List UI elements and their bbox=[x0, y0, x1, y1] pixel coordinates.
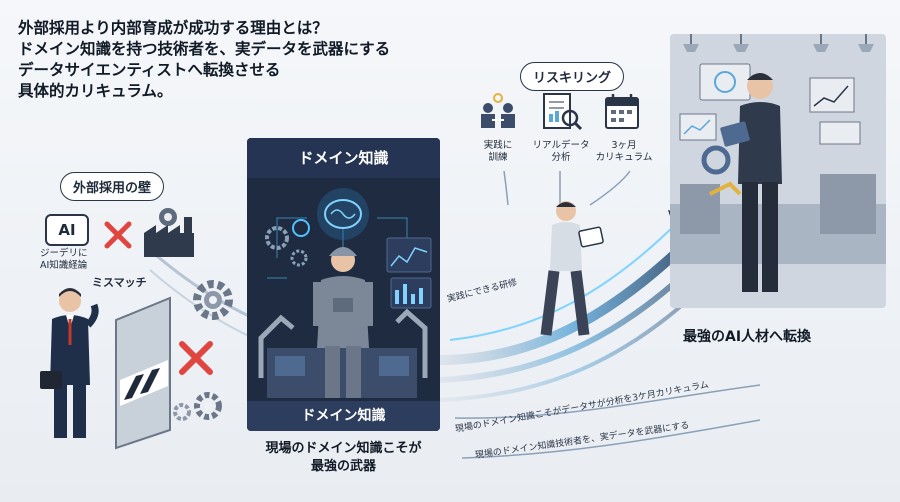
reskill-item-1: 実践に 訓練 bbox=[483, 140, 513, 163]
reskill-item-2: リアルデータ 分析 bbox=[532, 140, 590, 163]
barrier-wall bbox=[115, 296, 171, 450]
center-caption-line-2: 最強の武器 bbox=[310, 459, 376, 474]
document-magnifier-icon bbox=[543, 93, 583, 131]
engineer-illustration bbox=[258, 188, 432, 398]
gear-icon-small bbox=[194, 392, 222, 420]
businessman-figure bbox=[40, 288, 99, 438]
trainee-figure bbox=[540, 201, 604, 336]
ai-caption: ジーデリに AI知識経論 bbox=[40, 248, 88, 271]
mismatch-label: ミスマッチ bbox=[92, 276, 147, 289]
panel-footer: ドメイン知識 bbox=[247, 401, 440, 431]
calendar-icon bbox=[605, 94, 639, 129]
center-caption: 現場のドメイン知識こそが 最強の武器 bbox=[247, 440, 440, 476]
domain-knowledge-panel: ドメイン知識 ドメイン知識 bbox=[247, 138, 440, 431]
ai-badge: AI bbox=[45, 214, 89, 246]
headline-line-4: 具体的カリキュラム。 bbox=[18, 82, 173, 100]
headline: 外部採用より内部育成が成功する理由とは？ ドメイン知識を持つ技術者を、実データを… bbox=[18, 18, 448, 102]
gear-icon bbox=[193, 280, 233, 320]
reskilling-label: リスキリング bbox=[520, 62, 625, 91]
ai-talent-scene bbox=[670, 34, 886, 308]
barrier-label: 外部採用の壁 bbox=[60, 172, 165, 201]
result-label: 最強のAI人材へ転換 bbox=[683, 329, 812, 345]
handshake-icon bbox=[481, 93, 515, 128]
headline-line-2: ドメイン知識を持つ技術者を、実データを武器にする bbox=[18, 40, 391, 58]
cross-icon bbox=[104, 221, 132, 249]
headline-line-1: 外部採用より内部育成が成功する理由とは？ bbox=[18, 19, 328, 37]
panel-title: ドメイン知識 bbox=[247, 138, 440, 178]
reskill-item-3: 3ヶ月 カリキュラム bbox=[595, 140, 653, 163]
office-illustration bbox=[670, 34, 886, 308]
gear-icon-tiny bbox=[173, 403, 191, 421]
reskill-arrows bbox=[503, 170, 631, 206]
center-caption-line-1: 現場のドメイン知識こそが bbox=[265, 441, 422, 456]
factory-icon bbox=[144, 208, 194, 257]
cross-icon-large bbox=[179, 341, 213, 375]
headline-line-3: データサイエンティストへ転換させる bbox=[18, 61, 281, 79]
